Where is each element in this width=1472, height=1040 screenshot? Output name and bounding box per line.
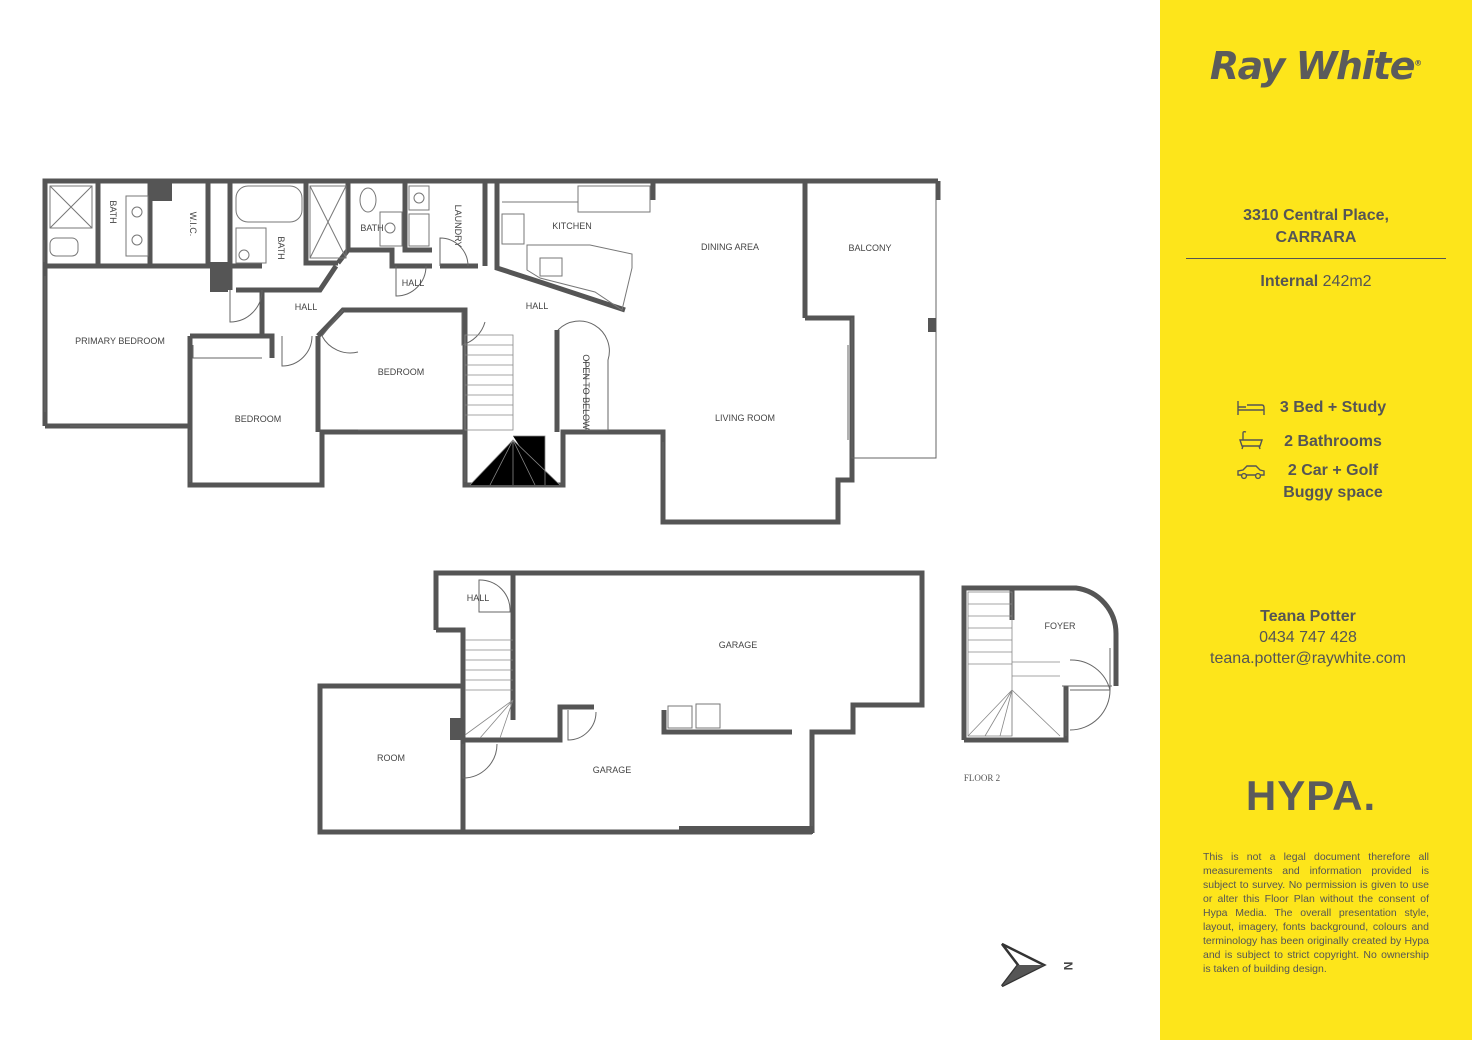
- foyer-floor: FOYER FLOOR 2: [961, 585, 1119, 783]
- label-floor-2: FLOOR 2: [964, 773, 1000, 783]
- feature-parking-line1: 2 Car + Golf: [1287, 462, 1379, 479]
- feature-bathrooms: 2 Bathrooms: [1284, 433, 1382, 450]
- internal-area: Internal 242m2: [1260, 273, 1372, 290]
- label-hall2: HALL: [295, 302, 318, 312]
- label-garage2: GARAGE: [593, 765, 632, 775]
- agent-email[interactable]: teana.potter@raywhite.com: [1210, 650, 1406, 667]
- floor-plan: BATH W.I.C. BATH BATH LAUNDRY KITCHEN DI…: [42, 178, 1119, 988]
- stairs-lower: [464, 639, 514, 739]
- disclaimer-text: This is not a legal document therefore a…: [1203, 851, 1429, 975]
- feature-parking-line2: Buggy space: [1283, 484, 1383, 501]
- agent-name: Teana Potter: [1260, 608, 1356, 625]
- stairs-upper: [464, 334, 561, 486]
- car-icon: [1237, 465, 1265, 480]
- agent-phone[interactable]: 0434 747 428: [1259, 629, 1357, 646]
- label-balcony: BALCONY: [848, 243, 891, 253]
- bathtub-icon: [1239, 430, 1263, 450]
- lower-floor: HALL GARAGE ROOM GARAGE: [317, 570, 925, 835]
- label-kitchen: KITCHEN: [552, 221, 592, 231]
- label-bath3: BATH: [360, 223, 383, 233]
- divider: [1186, 258, 1446, 259]
- upper-floor: BATH W.I.C. BATH BATH LAUNDRY KITCHEN DI…: [42, 178, 941, 525]
- north-label: N: [1061, 962, 1075, 971]
- label-hall1: HALL: [402, 278, 425, 288]
- stairs-foyer: [967, 591, 1061, 737]
- label-bath2: BATH: [276, 236, 286, 259]
- feature-beds: 3 Bed + Study: [1279, 399, 1387, 416]
- label-living-room: LIVING ROOM: [715, 413, 775, 423]
- label-open-to-below: OPEN TO BELOW: [581, 354, 591, 430]
- label-bath1: BATH: [108, 200, 118, 223]
- north-arrow-icon: N: [1001, 942, 1075, 988]
- label-wic: W.I.C.: [188, 212, 198, 237]
- label-hall-lower: HALL: [467, 593, 490, 603]
- label-primary-bedroom: PRIMARY BEDROOM: [75, 336, 165, 346]
- label-laundry: LAUNDRY: [453, 205, 463, 248]
- address-line1: 3310 Central Place,: [1243, 207, 1389, 224]
- label-garage1: GARAGE: [719, 640, 758, 650]
- label-dining-area: DINING AREA: [701, 242, 759, 252]
- bed-icon: [1237, 401, 1265, 415]
- label-bedroom2: BEDROOM: [235, 414, 282, 424]
- label-bedroom1: BEDROOM: [378, 367, 425, 377]
- label-room: ROOM: [377, 753, 405, 763]
- info-sidebar: Ray White® 3310 Central Place, CARRARA I…: [1160, 0, 1472, 1040]
- label-hall3: HALL: [526, 301, 549, 311]
- address-line2: CARRARA: [1275, 229, 1357, 246]
- ray-white-logo: Ray White®: [1209, 44, 1423, 88]
- hypa-logo: HYPA.: [1245, 772, 1377, 819]
- label-foyer: FOYER: [1044, 621, 1076, 631]
